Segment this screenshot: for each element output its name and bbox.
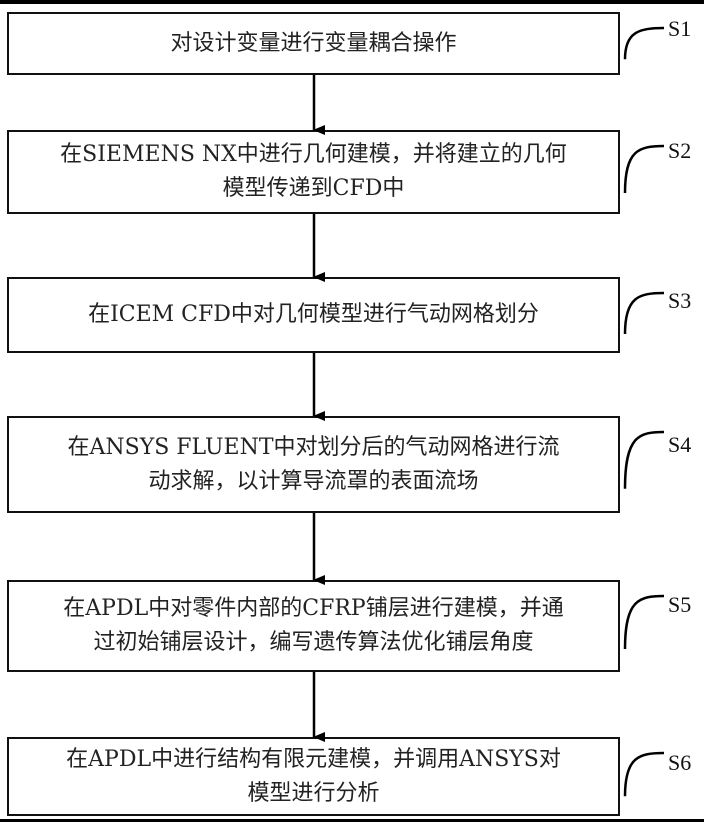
step-s3-line-1: 在ICEM CFD中对几何模型进行气动网格划分 xyxy=(88,302,539,327)
step-box-s6: 在APDL中进行结构有限元建模，并调用ANSYS对 模型进行分析 xyxy=(7,737,620,816)
step-s6-line-2: 模型进行分析 xyxy=(247,780,380,806)
step-s4-line-2: 动求解，以计算导流罩的表面流场 xyxy=(148,468,479,494)
step-box-s4: 在ANSYS FLUENT中对划分后的气动网格进行流 动求解，以计算导流罩的表面… xyxy=(7,416,620,513)
step-label-s6: S6 xyxy=(668,750,692,775)
leader-curve-s5 xyxy=(623,594,665,650)
step-label-s1: S1 xyxy=(668,16,692,41)
step-s4-line-1: 在ANSYS FLUENT中对划分后的气动网格进行流 xyxy=(67,434,560,460)
step-box-s3: 在ICEM CFD中对几何模型进行气动网格划分 xyxy=(7,277,620,353)
leader-curve-s2 xyxy=(623,144,665,194)
step-s1-line-1: 对设计变量进行变量耦合操作 xyxy=(170,30,457,56)
bottom-border xyxy=(0,819,704,822)
step-s6-line-1: 在APDL中进行结构有限元建模，并调用ANSYS对 xyxy=(66,746,561,772)
step-label-s3: S3 xyxy=(668,288,692,313)
step-label-s4: S4 xyxy=(668,432,692,457)
leader-curve-s3 xyxy=(623,291,665,335)
step-s2-line-1: 在SIEMENS NX中进行几何建模，并将建立的几何 xyxy=(60,142,567,167)
step-s5-line-1: 在APDL中对零件内部的CFRP铺层进行建模，并通 xyxy=(63,596,564,621)
leader-curve-s1 xyxy=(623,26,665,60)
step-box-s2: 在SIEMENS NX中进行几何建模，并将建立的几何 模型传递到CFD中 xyxy=(7,130,620,214)
step-box-s1: 对设计变量进行变量耦合操作 xyxy=(7,12,620,75)
leader-curve-s4 xyxy=(623,430,665,489)
step-s5-line-2: 过初始铺层设计，编写遗传算法优化铺层角度 xyxy=(93,630,534,655)
leader-curve-s6 xyxy=(623,751,665,797)
top-border xyxy=(0,0,704,4)
step-label-s5: S5 xyxy=(668,592,692,617)
step-s2-line-2: 模型传递到CFD中 xyxy=(222,176,405,201)
step-label-s2: S2 xyxy=(668,138,692,163)
step-box-s5: 在APDL中对零件内部的CFRP铺层进行建模，并通 过初始铺层设计，编写遗传算法… xyxy=(7,580,620,672)
